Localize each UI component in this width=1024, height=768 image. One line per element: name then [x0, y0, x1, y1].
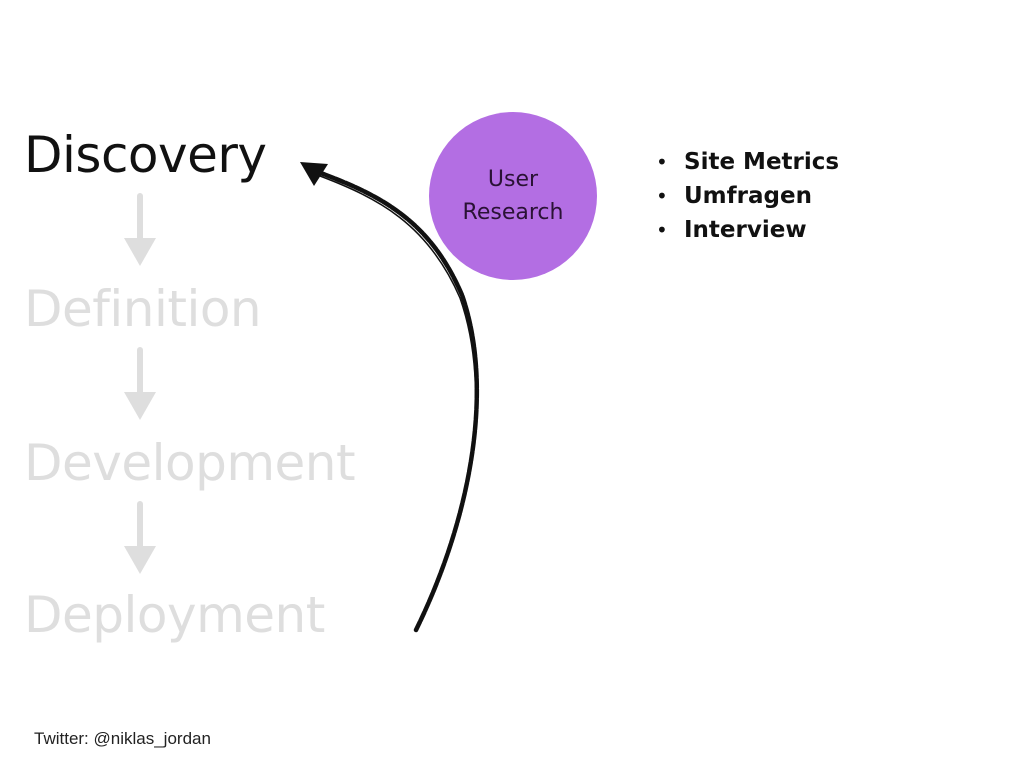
arrow-down-icon [124, 501, 156, 574]
stage-definition: Definition [24, 280, 262, 338]
twitter-credit: Twitter: @niklas_jordan [34, 729, 211, 748]
research-methods-list: • Site Metrics • Umfragen • Interview [654, 147, 839, 249]
stage-development: Development [24, 434, 356, 492]
arrow-down-icon [124, 193, 156, 266]
list-item: • Umfragen [654, 181, 839, 215]
stage-deployment: Deployment [24, 586, 325, 644]
list-item: • Site Metrics [654, 147, 839, 181]
method-label-umfragen: Umfragen [684, 183, 812, 209]
list-item: • Interview [654, 215, 839, 249]
bullet-icon: • [656, 218, 668, 242]
user-research-circle: User Research [429, 112, 597, 280]
arrow-down-icon [124, 347, 156, 420]
method-label-interview: Interview [684, 217, 807, 243]
stage-discovery: Discovery [24, 126, 267, 184]
method-label-site-metrics: Site Metrics [684, 149, 840, 175]
bullet-icon: • [656, 150, 668, 174]
bullet-icon: • [656, 184, 668, 208]
user-research-label: User Research [462, 167, 564, 225]
